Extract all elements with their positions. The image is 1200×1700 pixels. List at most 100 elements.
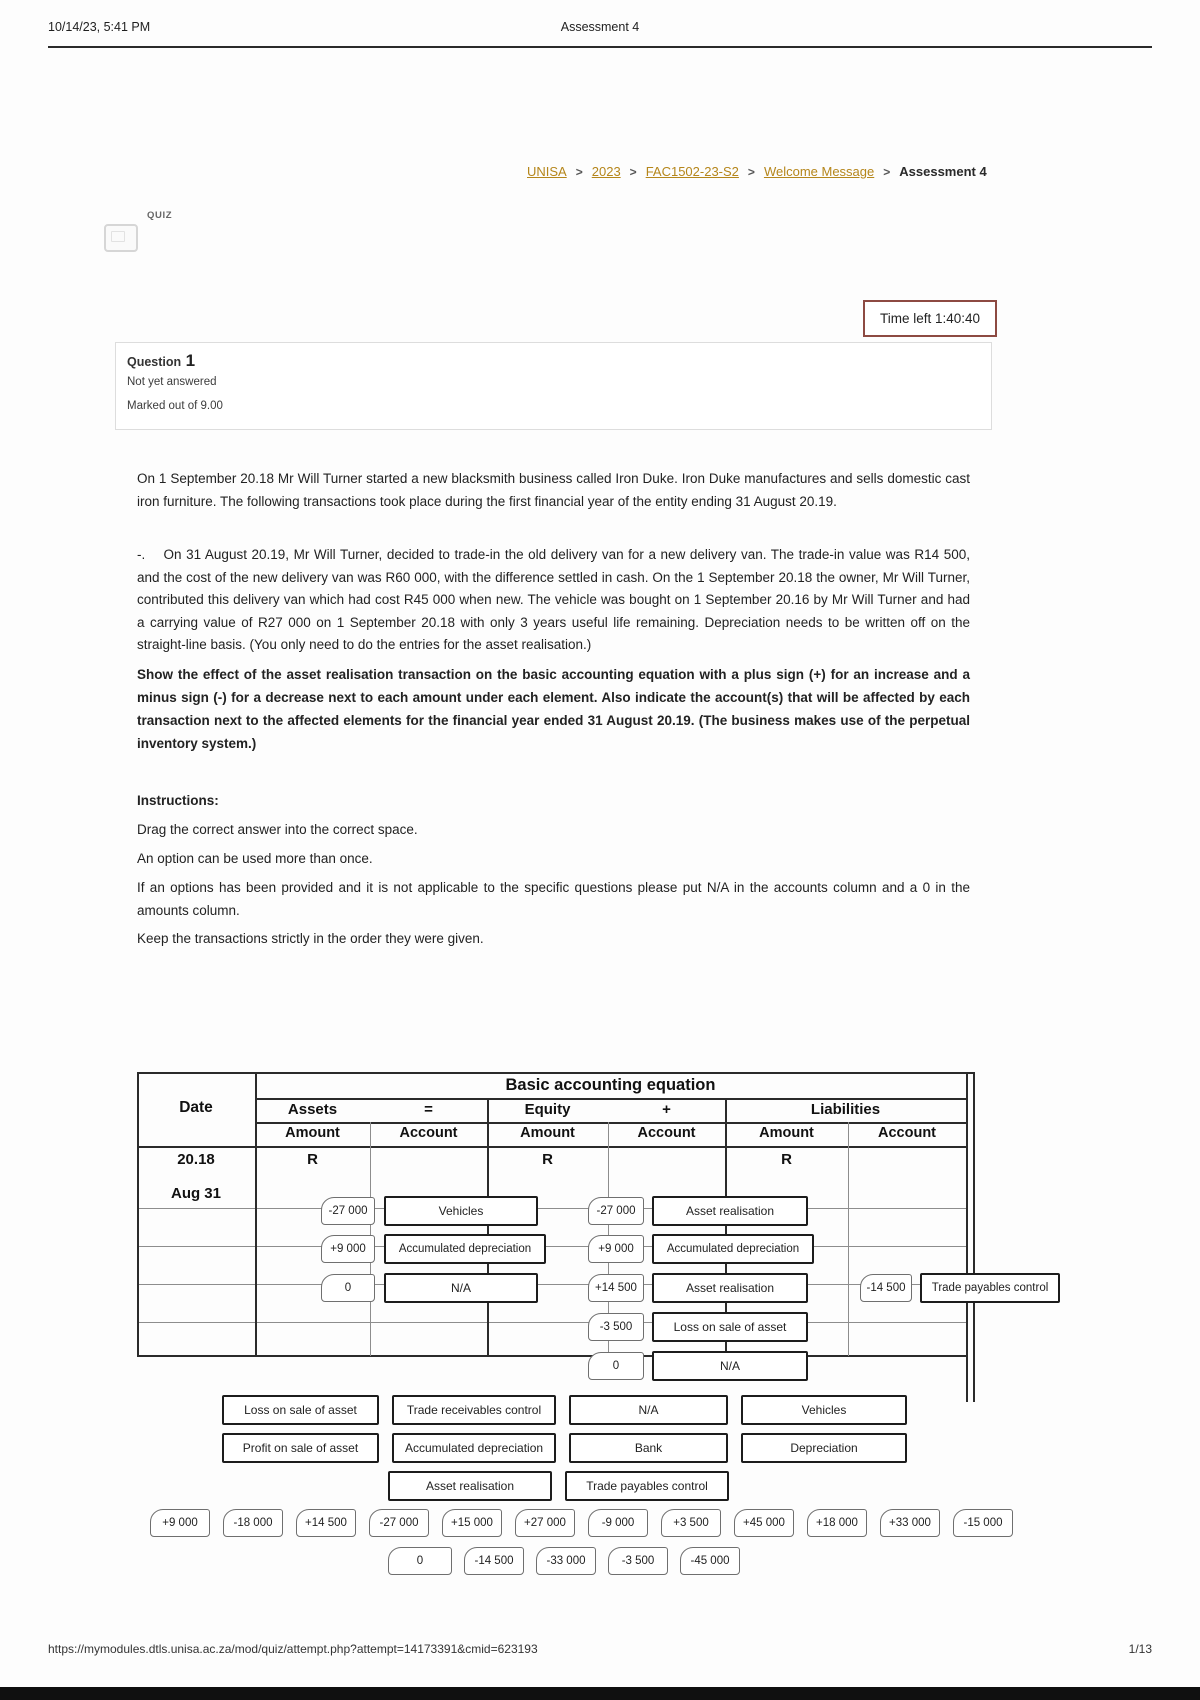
breadcrumb-current: Assessment 4	[899, 164, 987, 179]
option-amount[interactable]: -14 500	[464, 1547, 524, 1575]
option-amount[interactable]: -9 000	[588, 1509, 648, 1537]
option-account[interactable]: Loss on sale of asset	[222, 1395, 379, 1425]
table-line-under-title	[255, 1098, 966, 1100]
drop-assets-account-3[interactable]: N/A	[384, 1273, 538, 1303]
group-header-equals: =	[424, 1101, 433, 1118]
currency-assets: R	[307, 1151, 318, 1168]
option-amount[interactable]: -18 000	[223, 1509, 283, 1537]
option-account[interactable]: Vehicles	[741, 1395, 907, 1425]
breadcrumb-link-welcome[interactable]: Welcome Message	[763, 164, 875, 179]
subheader-liabilities-amount: Amount	[759, 1125, 814, 1141]
amount-options-row-1: +9 000 -18 000 +14 500 -27 000 +15 000 +…	[150, 1509, 1013, 1537]
account-options-row-2: Profit on sale of asset Accumulated depr…	[222, 1433, 907, 1463]
table-year: 20.18	[177, 1151, 215, 1168]
option-amount[interactable]: +9 000	[150, 1509, 210, 1537]
breadcrumb-link-module[interactable]: FAC1502-23-S2	[645, 164, 739, 179]
drop-equity-amount-5[interactable]: 0	[588, 1352, 644, 1380]
option-account[interactable]: Profit on sale of asset	[222, 1433, 379, 1463]
drop-equity-amount-1[interactable]: -27 000	[588, 1197, 644, 1225]
drop-assets-account-2[interactable]: Accumulated depreciation	[384, 1234, 546, 1264]
drop-equity-account-5[interactable]: N/A	[652, 1351, 808, 1381]
option-amount[interactable]: +15 000	[442, 1509, 502, 1537]
option-amount[interactable]: +14 500	[296, 1509, 356, 1537]
footer-url: https://mymodules.dtls.unisa.ac.za/mod/q…	[48, 1642, 538, 1656]
table-border-right-inner	[966, 1072, 968, 1402]
group-header-equity: Equity	[524, 1101, 571, 1118]
breadcrumb-separator: >	[747, 165, 755, 179]
instruction-line-1: Drag the correct answer into the correct…	[137, 822, 418, 837]
group-header-plus: +	[662, 1101, 671, 1118]
question-paragraph-2: -. On 31 August 20.19, Mr Will Turner, d…	[137, 547, 970, 652]
option-amount[interactable]: -27 000	[369, 1509, 429, 1537]
table-border-left	[137, 1072, 139, 1357]
option-account[interactable]: Trade receivables control	[392, 1395, 556, 1425]
breadcrumb-link-2023[interactable]: 2023	[591, 164, 621, 179]
drop-equity-amount-3[interactable]: +14 500	[588, 1274, 644, 1302]
table-row-line	[137, 1208, 966, 1209]
breadcrumb-separator: >	[575, 165, 583, 179]
footer-page-number: 1/13	[1128, 1642, 1152, 1656]
currency-equity: R	[542, 1151, 553, 1168]
breadcrumb-separator: >	[883, 165, 891, 179]
option-amount[interactable]: +33 000	[880, 1509, 940, 1537]
question-label: Question	[127, 355, 182, 369]
table-col-line-date	[255, 1072, 257, 1357]
amount-options-row-2: 0 -14 500 -33 000 -3 500 -45 000	[388, 1547, 740, 1575]
instruction-line-2: An option can be used more than once.	[137, 851, 373, 866]
table-col-line	[848, 1122, 849, 1356]
drop-equity-amount-4[interactable]: -3 500	[588, 1313, 644, 1341]
option-amount[interactable]: -33 000	[536, 1547, 596, 1575]
drop-equity-amount-2[interactable]: +9 000	[588, 1235, 644, 1263]
option-account[interactable]: Accumulated depreciation	[392, 1433, 556, 1463]
question-number: 1	[185, 351, 196, 370]
print-title: Assessment 4	[560, 20, 640, 34]
option-account[interactable]: Bank	[569, 1433, 728, 1463]
question-status: Not yet answered	[127, 376, 217, 388]
option-amount[interactable]: +45 000	[734, 1509, 794, 1537]
currency-liabilities: R	[781, 1151, 792, 1168]
subheader-assets-amount: Amount	[285, 1125, 340, 1141]
option-account[interactable]: Trade payables control	[565, 1471, 729, 1501]
drop-equity-account-3[interactable]: Asset realisation	[652, 1273, 808, 1303]
drop-assets-amount-3[interactable]: 0	[321, 1274, 375, 1302]
option-amount[interactable]: 0	[388, 1547, 452, 1575]
option-amount[interactable]: +3 500	[661, 1509, 721, 1537]
option-amount[interactable]: -15 000	[953, 1509, 1013, 1537]
drop-liabilities-amount-3[interactable]: -14 500	[860, 1274, 912, 1302]
question-number-row: Question 1	[127, 351, 195, 371]
quiz-timer: Time left 1:40:40	[863, 300, 997, 337]
account-options-row-1: Loss on sale of asset Trade receivables …	[222, 1395, 907, 1425]
option-account[interactable]: N/A	[569, 1395, 728, 1425]
subheader-equity-amount: Amount	[520, 1125, 575, 1141]
account-options-row-3: Asset realisation Trade payables control	[388, 1471, 729, 1501]
option-account[interactable]: Depreciation	[741, 1433, 907, 1463]
breadcrumb-separator: >	[629, 165, 637, 179]
drop-equity-account-2[interactable]: Accumulated depreciation	[652, 1234, 814, 1264]
option-amount[interactable]: +27 000	[515, 1509, 575, 1537]
option-account[interactable]: Asset realisation	[388, 1471, 552, 1501]
drop-assets-amount-1[interactable]: -27 000	[321, 1197, 375, 1225]
drop-equity-account-1[interactable]: Asset realisation	[652, 1196, 808, 1226]
table-col-line	[725, 1098, 727, 1356]
header-rule	[48, 46, 1152, 48]
option-amount[interactable]: -3 500	[608, 1547, 668, 1575]
bottom-bar	[0, 1687, 1200, 1700]
instruction-line-3: If an options has been provided and it i…	[137, 880, 970, 918]
question-paragraph-1: On 1 September 20.18 Mr Will Turner star…	[137, 471, 970, 509]
group-header-liabilities: Liabilities	[810, 1101, 881, 1118]
subheader-liabilities-account: Account	[878, 1125, 936, 1141]
option-amount[interactable]: +18 000	[807, 1509, 867, 1537]
table-line-under-subheaders	[137, 1146, 966, 1148]
print-datetime: 10/14/23, 5:41 PM	[48, 20, 151, 34]
option-amount[interactable]: -45 000	[680, 1547, 740, 1575]
drop-equity-account-4[interactable]: Loss on sale of asset	[652, 1312, 808, 1342]
table-row-line	[137, 1246, 966, 1247]
breadcrumb-link-unisa[interactable]: UNISA	[527, 164, 567, 179]
question-paragraph-requirement: Show the effect of the asset realisation…	[137, 667, 970, 751]
drop-liabilities-account-3[interactable]: Trade payables control	[920, 1273, 1060, 1303]
breadcrumb: UNISA > 2023 > FAC1502-23-S2 > Welcome M…	[527, 164, 987, 179]
drop-assets-account-1[interactable]: Vehicles	[384, 1196, 538, 1226]
drop-assets-amount-2[interactable]: +9 000	[321, 1235, 375, 1263]
table-border-bottom	[137, 1355, 966, 1357]
